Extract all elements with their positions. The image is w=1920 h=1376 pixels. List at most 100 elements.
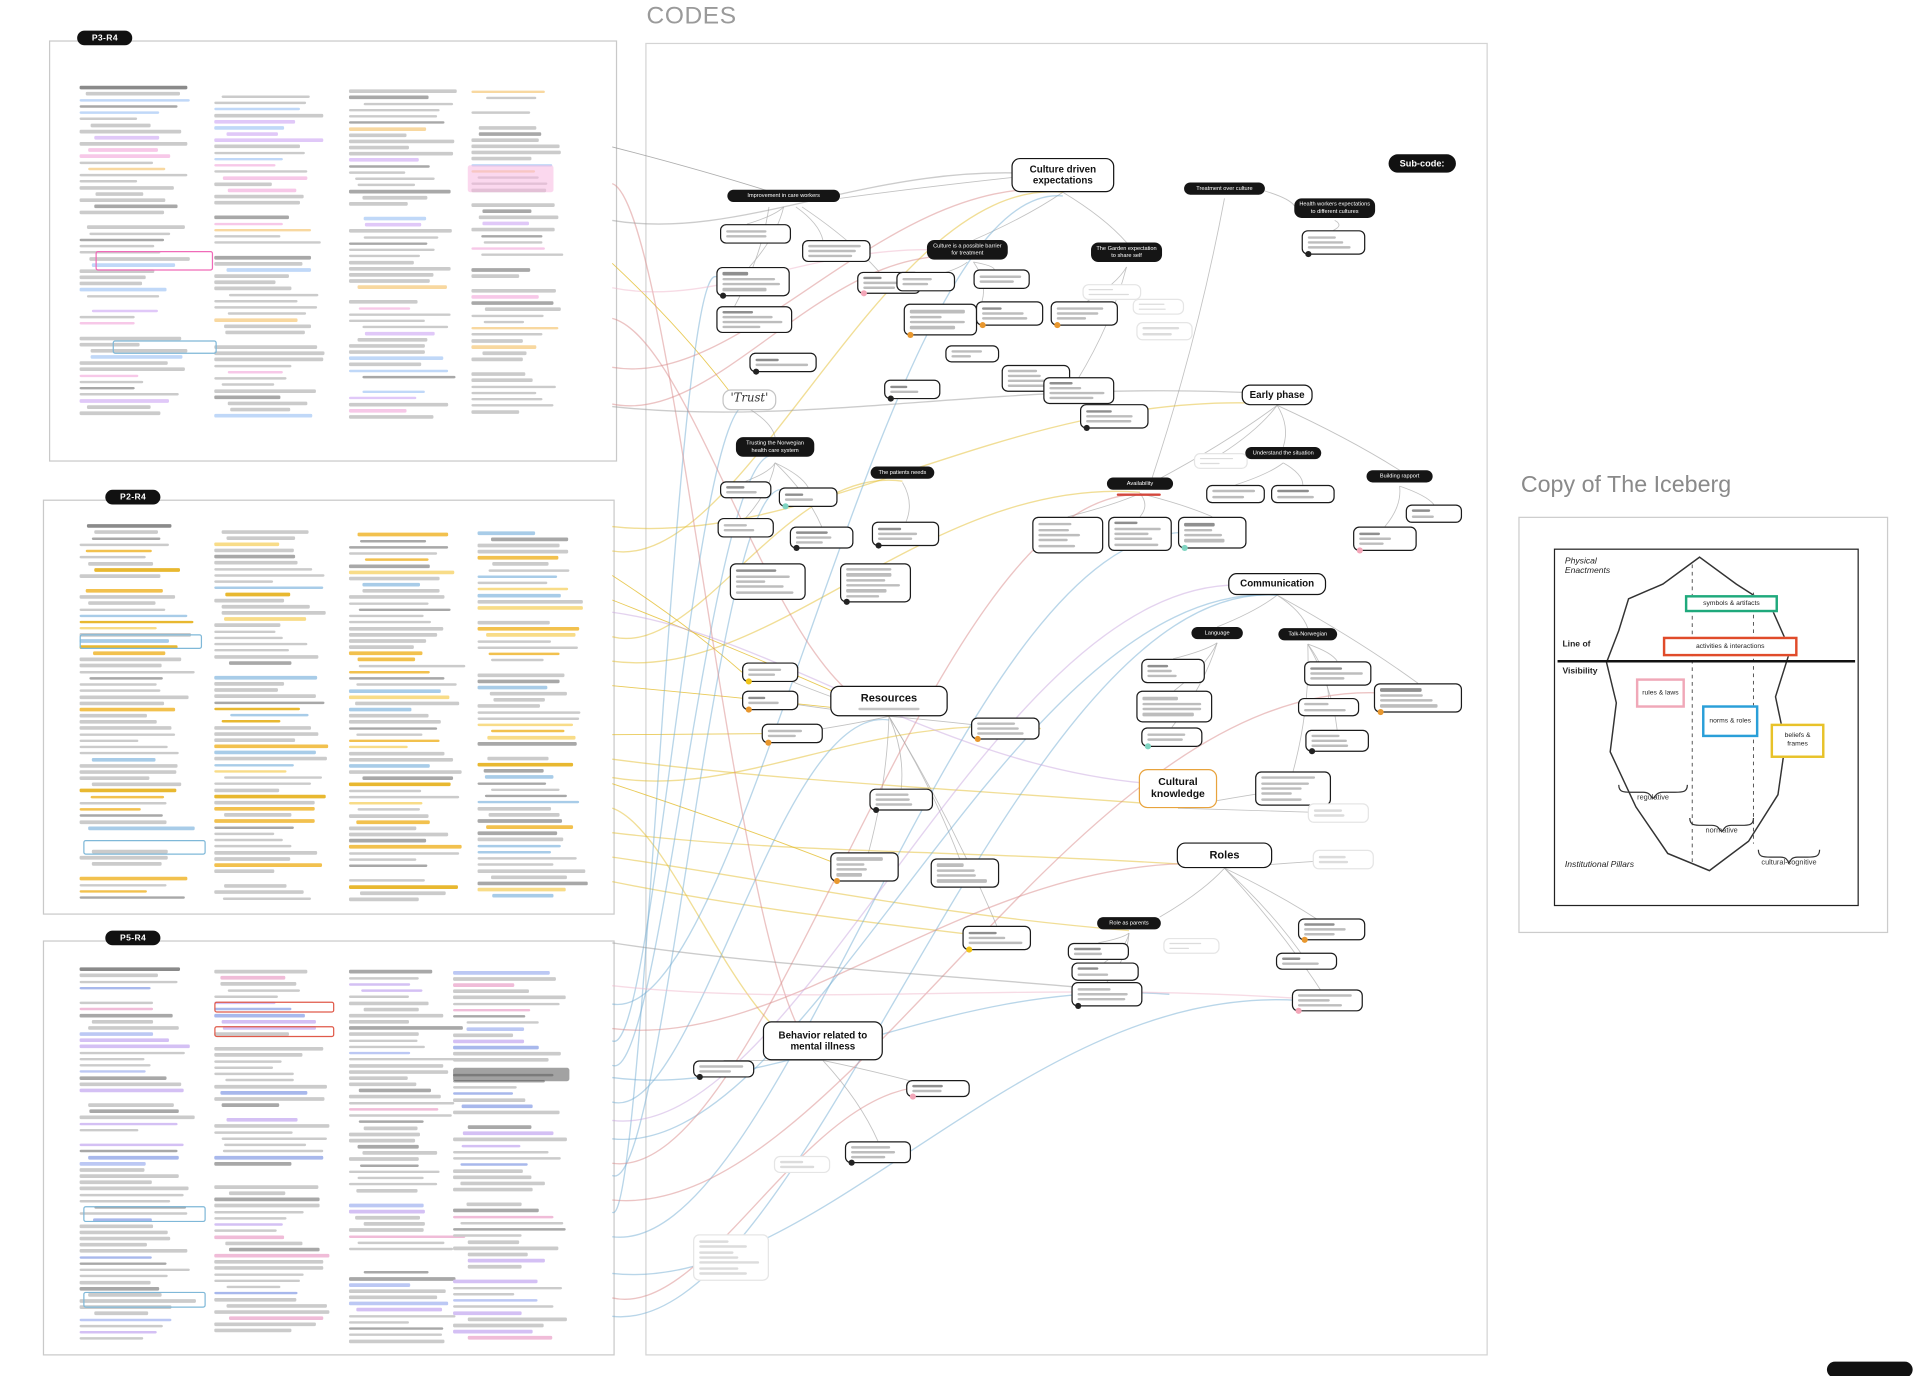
code-card[interactable] (1071, 962, 1139, 981)
code-card[interactable] (717, 517, 774, 538)
code-card[interactable] (720, 224, 792, 244)
iceberg-box-activities-interactions[interactable]: activities & interactions (1662, 636, 1798, 657)
code-card[interactable] (1132, 298, 1185, 315)
code-card[interactable] (1163, 937, 1220, 954)
code-card[interactable] (789, 526, 854, 551)
code-card[interactable] (1043, 377, 1115, 405)
iceberg-box-rules-laws[interactable]: rules & laws (1635, 678, 1685, 708)
code-label-pill[interactable]: The patients needs (870, 466, 935, 480)
code-label-pill[interactable]: Availability (1106, 477, 1174, 491)
code-card[interactable] (1275, 952, 1338, 970)
code-card[interactable] (906, 1080, 970, 1099)
code-label-pill[interactable]: Treatment over culture (1184, 182, 1265, 195)
code-card[interactable] (903, 303, 978, 338)
code-card[interactable] (962, 925, 1032, 953)
code-card[interactable] (1136, 322, 1193, 341)
code-card[interactable] (1082, 284, 1142, 301)
code-node-behavior-mental-illness[interactable]: Behavior related to mental illness (762, 1021, 883, 1061)
code-card[interactable] (1312, 849, 1374, 870)
code-card[interactable] (749, 352, 817, 375)
iceberg-box-beliefs-frames[interactable]: beliefs & frames (1770, 723, 1825, 758)
code-card[interactable] (693, 1234, 769, 1281)
code-card[interactable] (1255, 771, 1332, 806)
code-card[interactable] (729, 563, 806, 601)
code-card[interactable] (773, 1155, 831, 1174)
code-label-pill[interactable]: Building rapport (1366, 470, 1433, 483)
code-card[interactable] (742, 662, 799, 684)
code-card[interactable] (742, 690, 799, 713)
code-card[interactable] (840, 563, 912, 605)
code-card[interactable] (1304, 661, 1372, 686)
document-text-line (79, 574, 160, 578)
code-card[interactable] (761, 723, 823, 746)
code-node-culture-driven-expectations[interactable]: Culture driven expectations (1011, 157, 1115, 193)
frame-label-p3[interactable]: P3-R4 (77, 30, 133, 46)
document-text-line (230, 713, 309, 717)
code-card[interactable] (871, 521, 940, 548)
code-label-pill[interactable]: Language (1191, 626, 1243, 640)
frame-label-p2[interactable]: P2-R4 (105, 489, 161, 505)
code-card[interactable] (1353, 526, 1417, 553)
code-card[interactable] (1080, 404, 1149, 431)
code-card[interactable] (844, 1141, 912, 1166)
code-card[interactable] (884, 379, 941, 402)
code-card[interactable] (778, 487, 838, 509)
code-label-pill[interactable]: The Garden expectation to share self (1091, 242, 1163, 263)
code-label-pill[interactable]: Trusting the Norwegian health care syste… (735, 437, 815, 458)
code-card[interactable] (973, 269, 1030, 289)
code-label-pill[interactable]: Understand the situation (1245, 446, 1322, 460)
subcode-label[interactable]: Sub-code: (1388, 154, 1456, 173)
iceberg-box-symbols-artifacts[interactable]: symbols & artifacts (1684, 595, 1778, 613)
code-card[interactable] (1050, 301, 1118, 328)
code-card[interactable] (1141, 658, 1205, 684)
code-card[interactable] (1305, 729, 1369, 754)
iceberg-frame[interactable]: Physical Enactments Line of Visibility I… (1518, 516, 1889, 934)
code-card[interactable] (693, 1060, 755, 1080)
code-card[interactable] (802, 240, 871, 263)
iceberg-box-norms-roles[interactable]: norms & roles (1702, 705, 1759, 738)
code-node-early-phase[interactable]: Early phase (1241, 384, 1313, 406)
code-card[interactable] (1291, 989, 1363, 1014)
code-card[interactable] (1301, 230, 1366, 257)
code-label-pill[interactable]: Health workers expectations to different… (1294, 198, 1376, 219)
code-card[interactable] (869, 788, 934, 813)
code-card[interactable] (975, 301, 1044, 328)
code-node-communication[interactable]: Communication (1228, 573, 1327, 596)
code-label-pill[interactable]: Improvement in care workers (727, 189, 841, 203)
bottom-right-control[interactable] (1826, 1361, 1913, 1376)
code-card[interactable] (930, 858, 1000, 888)
code-card[interactable] (1141, 727, 1203, 749)
frame-label-p5[interactable]: P5-R4 (105, 930, 161, 946)
code-card[interactable] (1373, 683, 1463, 715)
code-card[interactable] (716, 306, 793, 334)
code-card[interactable] (971, 717, 1040, 742)
text-line (1184, 523, 1216, 526)
code-card[interactable] (1297, 918, 1366, 943)
code-card[interactable] (1071, 982, 1143, 1009)
code-label-pill[interactable]: Role as parents (1097, 917, 1161, 930)
code-card[interactable] (1271, 484, 1335, 504)
code-card[interactable] (1032, 516, 1104, 554)
code-card[interactable] (720, 481, 772, 499)
code-card[interactable] (1136, 690, 1213, 723)
code-label-pill[interactable]: Talk-Norwegian (1278, 628, 1338, 641)
code-card[interactable] (945, 345, 1000, 363)
code-card[interactable] (1206, 484, 1265, 504)
code-card[interactable] (1405, 504, 1463, 523)
code-card[interactable] (1108, 516, 1172, 552)
code-node-cultural-knowledge[interactable]: Cultural knowledge (1138, 768, 1218, 809)
code-card[interactable] (1297, 697, 1360, 717)
code-card[interactable] (1193, 453, 1248, 469)
code-card[interactable] (716, 266, 790, 299)
code-label-pill[interactable]: Culture is a possible barrier for treatm… (926, 240, 1008, 261)
document-text-line (471, 247, 546, 251)
code-card[interactable] (896, 271, 956, 292)
code-node-resources[interactable]: Resources (830, 685, 948, 717)
code-card[interactable] (1067, 942, 1129, 961)
code-card[interactable] (1177, 516, 1247, 551)
code-node-trust[interactable]: 'Trust' (722, 389, 777, 411)
code-card[interactable] (830, 852, 899, 884)
code-node-roles[interactable]: Roles (1176, 842, 1273, 869)
code-card[interactable] (1307, 803, 1369, 823)
